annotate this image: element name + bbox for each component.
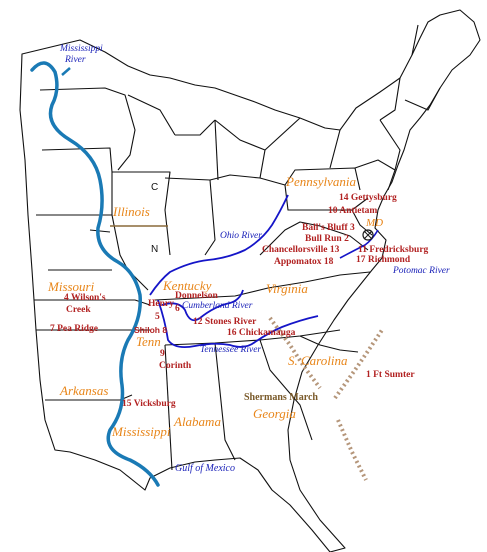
battle-balls-bluff: Ball's Bluff 3 [302,223,355,233]
battle-corinth: Corinth [159,361,192,371]
mississippi-river-label-2: River [65,55,86,65]
ohio-river [149,194,289,296]
mississippi-tributary [61,67,71,76]
battle-bull-run: Bull Run 2 [305,234,349,244]
battle-shiloh: Shiloh 8 [134,325,168,335]
ohio-river-label: Ohio River [220,231,262,241]
battle-gettysburg: 14 Gettysburg [339,193,397,203]
state-alabama: Alabama [174,414,221,429]
sherman-march-path-2 [333,328,384,400]
battle-fredricksburg: 11 Fredricksburg [358,245,429,255]
battle-henry: Henry [148,299,174,309]
marker-c: C [151,182,159,193]
battle-corinth-num: 9 [160,349,165,359]
sherman-march-path [268,316,322,390]
battle-antietam: 10 Antietam [328,206,378,216]
battle-vicksburg: 15 Vicksburg [122,399,176,409]
state-arkansas: Arkansas [60,383,109,398]
battle-richmond: 17 Richmond [356,255,411,265]
state-borders [19,9,481,552]
state-kentucky: Kentucky [163,278,212,293]
battle-chancellorsville: Chancellorsville 13 [262,245,340,255]
state-pennsylvania: Pennsylvania [286,174,357,189]
cumberland-river [161,289,244,322]
tennessee-river [157,299,319,349]
battle-wilsons-creek-2: Creek [66,305,91,315]
state-virginia: Virginia [266,281,308,296]
battle-appomatox: Appomatox 18 [274,257,334,267]
battle-pea-ridge: 7 Pea Ridge [50,324,99,334]
battle-donnelson: Donnelson [175,291,218,301]
battle-wilsons-creek-1: 4 Wilson's [64,293,106,303]
outline [19,9,481,552]
state-illinois: Illinois [113,204,150,219]
battle-stones-river: 12 Stones River [193,317,257,327]
potomac-river [339,229,379,259]
mississippi-river-label-1: Mississippi [60,44,103,54]
state-georgia: Georgia [253,406,296,421]
state-md: MD [366,217,384,229]
gulf-of-mexico-label: Gulf of Mexico [175,463,235,474]
state-mississippi: Mississippi [112,424,171,439]
washington-marker [362,229,374,241]
state-tenn: Tenn [136,334,161,349]
state-s-carolina: S. Carolina [288,353,348,368]
cumberland-river-label: Cumberland River [182,301,253,311]
sherman-march-path-3 [336,419,368,481]
battle-henry-num: 5 [155,312,160,322]
sherman-march-label: Shermans March [244,392,318,403]
battle-ft-sumter: 1 Ft Sumter [366,370,415,380]
tennessee-river-label: Tennessee River [200,345,262,355]
marker-n: N [151,244,159,255]
mississippi-river [30,61,160,487]
battle-donnelson-num: 6 [175,304,180,314]
battle-chickamauga: 16 Chickamauga [227,328,296,338]
potomac-river-label: Potomac River [393,266,450,276]
state-missouri: Missouri [48,279,95,294]
